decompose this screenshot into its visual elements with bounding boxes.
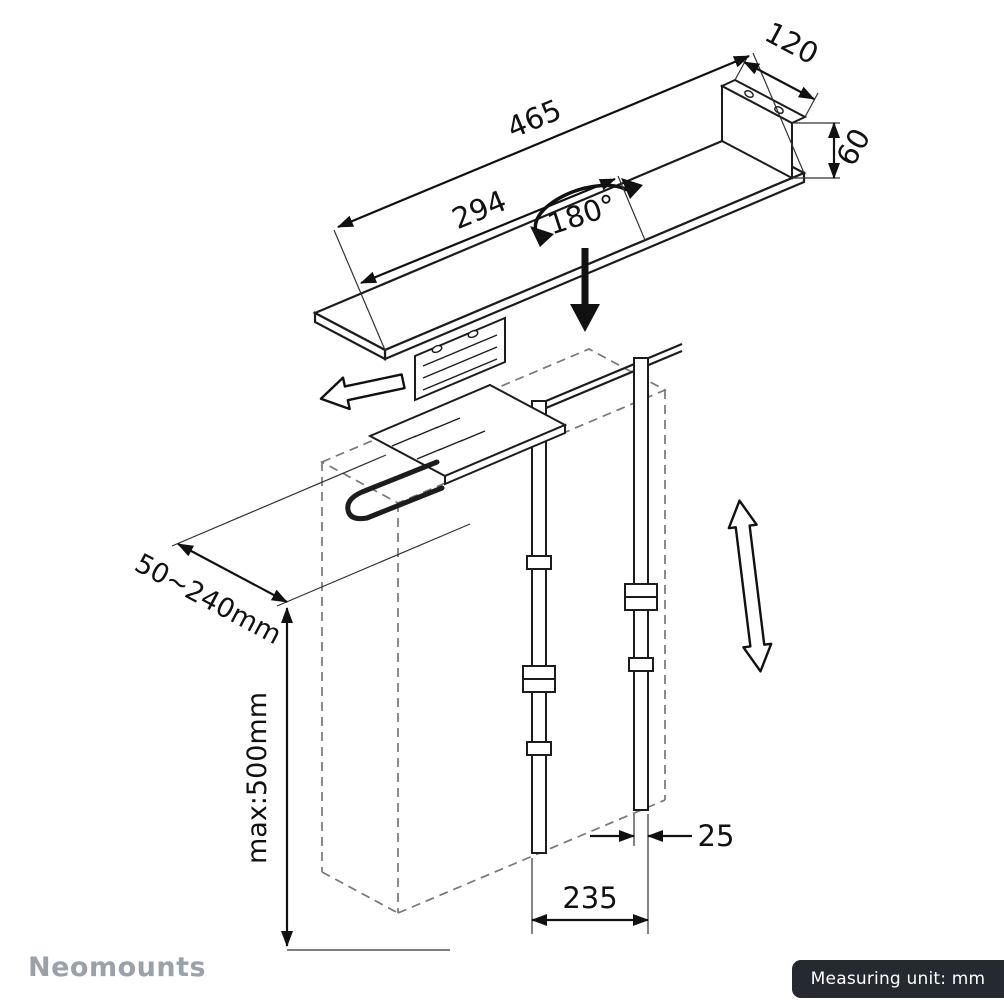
slide-direction-arrow-icon xyxy=(319,373,406,411)
dim-slide-length-label: 294 xyxy=(447,183,511,236)
dimension-lines xyxy=(177,54,840,947)
shelf-left-edge xyxy=(313,311,387,361)
measuring-unit-badge: Measuring unit: mm xyxy=(792,960,1004,998)
dim-bracket-height-label: 60 xyxy=(829,123,877,172)
bracket-hole xyxy=(467,329,479,339)
strap-left-keeper-top xyxy=(526,555,552,570)
tray-vent-slots xyxy=(391,417,486,460)
height-adjust-arrow-icon xyxy=(727,499,773,673)
dim-bracket-depth-label: 120 xyxy=(759,15,824,71)
dim-line-120 xyxy=(743,61,815,100)
strap-left-keeper xyxy=(526,741,552,756)
bracket-slots xyxy=(422,334,498,391)
brand-logo: Neomounts xyxy=(28,952,207,983)
strap-left xyxy=(531,400,547,854)
slotted-bracket xyxy=(414,316,506,402)
fixation-straps xyxy=(522,357,658,854)
dim-cpu-depth-label: 235 xyxy=(562,881,617,915)
slide-assembly xyxy=(345,316,568,522)
mounting-shelf xyxy=(312,134,807,361)
pull-out-handle xyxy=(345,459,445,522)
strap-right-keeper xyxy=(628,657,654,672)
dim-max-height-label: max:500mm xyxy=(242,692,273,864)
dim-strap-width-label: 25 xyxy=(698,819,735,853)
shelf-top-face xyxy=(312,134,807,352)
measuring-unit-label: Measuring unit: mm xyxy=(810,969,986,989)
dim-width-range-label: 50~240mm xyxy=(130,548,287,651)
slide-tray-edge xyxy=(444,423,566,486)
dim-line-294 xyxy=(360,177,616,285)
bracket-hole xyxy=(431,344,443,354)
dim-line-50-240 xyxy=(177,543,288,603)
